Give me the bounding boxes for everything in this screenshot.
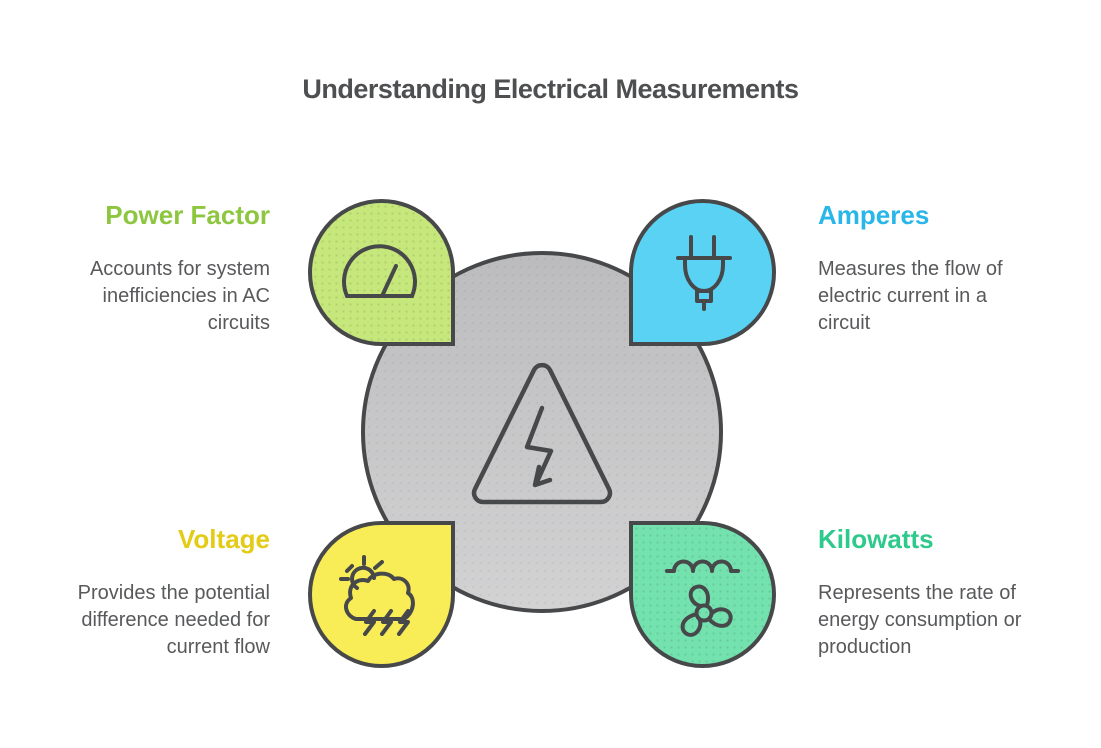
high-voltage-warning-icon (471, 362, 613, 505)
page-title: Understanding Electrical Measurements (302, 74, 799, 104)
amperes-shape (629, 199, 776, 346)
plug-icon (676, 235, 732, 311)
power-factor-description: Accounts for system inefficiencies in AC… (89, 258, 270, 334)
amperes-text-block: Amperes Measures the flow of electric cu… (818, 200, 1088, 337)
fan-icon (665, 559, 740, 637)
kilowatts-heading: Kilowatts (818, 524, 934, 554)
power-factor-text-block: Power Factor Accounts for system ineffic… (0, 200, 270, 337)
power-factor-shape (308, 199, 455, 346)
power-factor-heading: Power Factor (105, 200, 270, 230)
amperes-heading: Amperes (818, 200, 930, 230)
gauge-icon (342, 244, 417, 298)
voltage-shape (308, 521, 455, 668)
kilowatts-shape (629, 521, 776, 668)
amperes-description: Measures the flow of electric current in… (818, 258, 1003, 334)
voltage-heading: Voltage (178, 524, 270, 554)
kilowatts-text-block: Kilowatts Represents the rate of energy … (818, 524, 1088, 661)
kilowatts-description: Represents the rate of energy consumptio… (818, 582, 1022, 658)
voltage-text-block: Voltage Provides the potential differenc… (0, 524, 270, 661)
voltage-description: Provides the potential difference needed… (77, 582, 270, 658)
storm-cloud-icon (339, 555, 415, 636)
